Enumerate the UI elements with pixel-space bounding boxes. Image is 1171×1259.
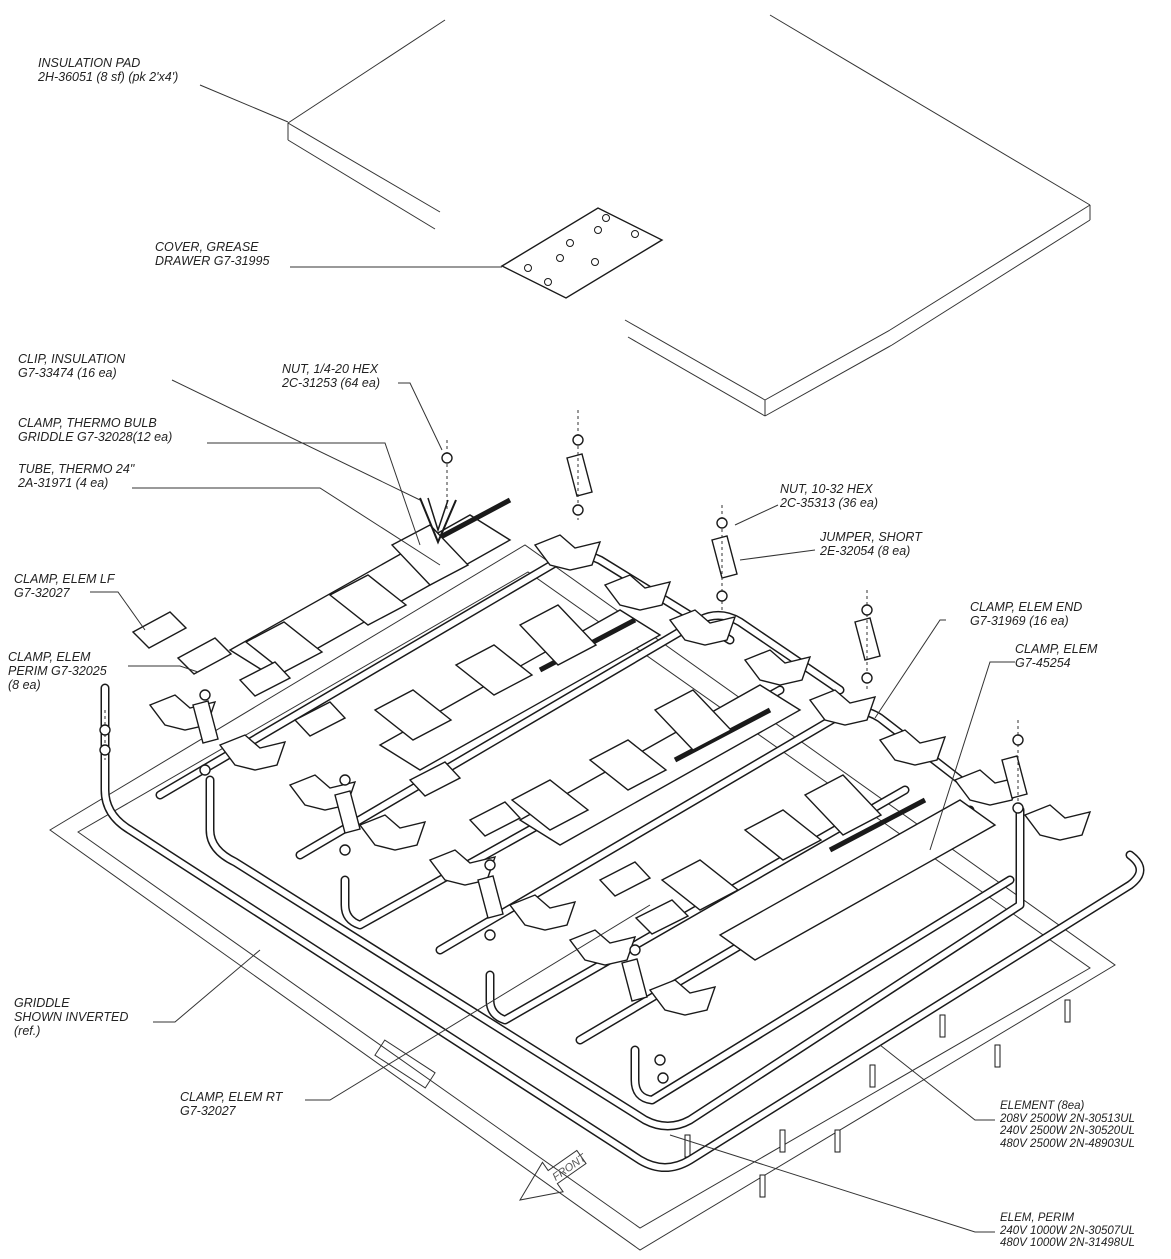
callout-line: NUT, 1/4-20 HEX [282,362,379,376]
callout-element: ELEMENT (8ea) 208V 2500W 2N-30513UL 240V… [1000,1100,1135,1150]
callout-griddle: GRIDDLE SHOWN INVERTED (ref.) [14,996,128,1038]
callout-line: 240V 1000W 2N-30507UL [1000,1224,1135,1237]
callout-line: G7-33474 (16 ea) [18,366,117,380]
callout-tube-thermo: TUBE, THERMO 24" 2A-31971 (4 ea) [18,462,134,490]
callout-line: 2C-35313 (36 ea) [780,496,878,510]
callout-clamp-elem: CLAMP, ELEM G7-45254 [1015,642,1097,670]
callout-insulation-pad: INSULATION PAD 2H-36051 (8 sf) (pk 2'x4'… [38,56,178,84]
callout-line: JUMPER, SHORT [820,530,922,544]
front-arrow: FRONT [519,1149,589,1201]
callout-line: CLAMP, ELEM END [970,600,1083,614]
callout-line: 240V 2500W 2N-30520UL [1000,1125,1135,1137]
callout-line: 2C-31253 (64 ea) [282,376,380,390]
insulation-clip [419,497,457,545]
clamps [131,524,883,935]
callout-clip-insulation: CLIP, INSULATION G7-33474 (16 ea) [18,352,125,380]
callout-clamp-thermo-bulb: CLAMP, THERMO BULB GRIDDLE G7-32028(12 e… [18,416,172,444]
callout-clamp-elem-lf: CLAMP, ELEM LF G7-32027 [14,572,115,600]
leader-lines [90,84,1015,1233]
callout-line: ELEMENT (8ea) [1000,1100,1085,1112]
callout-jumper-short: JUMPER, SHORT 2E-32054 (8 ea) [820,530,922,558]
callout-clamp-elem-perim: CLAMP, ELEM PERIM G7-32025 (8 ea) [8,650,107,692]
callout-line: CLAMP, ELEM RT [180,1090,283,1104]
griddle-studs [684,999,1071,1198]
callout-line: G7-45254 [1015,656,1071,670]
callout-nut-10-32-hex: NUT, 10-32 HEX 2C-35313 (36 ea) [780,482,878,510]
callout-line: DRAWER G7-31995 [155,254,270,268]
callout-line: GRIDDLE G7-32028(12 ea) [18,430,173,444]
callout-line: COVER, GREASE [155,240,259,254]
insulation-pad [287,14,1091,417]
callout-line: 2A-31971 (4 ea) [18,476,109,490]
callout-line: CLAMP, ELEM LF [14,572,115,586]
callout-line: 2E-32054 (8 ea) [820,544,911,558]
grease-drawer-cover [500,207,664,299]
callout-cover-grease-drawer: COVER, GREASE DRAWER G7-31995 [155,240,269,268]
callout-line: PERIM G7-32025 [8,664,107,678]
callout-line: G7-32027 [180,1104,236,1118]
callout-line: G7-31969 (16 ea) [970,614,1069,628]
callout-line: 2H-36051 (8 sf) (pk 2'x4') [38,70,179,84]
callout-nut-quarter-hex: NUT, 1/4-20 HEX 2C-31253 (64 ea) [282,362,380,390]
callout-line: SHOWN INVERTED [14,1010,129,1024]
callout-line: TUBE, THERMO 24" [18,462,135,476]
callout-line: CLAMP, THERMO BULB [18,416,157,430]
callout-line: ELEM, PERIM [1000,1212,1075,1224]
callout-line: NUT, 10-32 HEX [780,482,873,496]
callout-line: CLAMP, ELEM [8,650,91,664]
end-clamps [148,534,1092,1016]
callout-line: 480V 1000W 2N-31498UL [1000,1237,1135,1249]
callout-line: 208V 2500W 2N-30513UL [1000,1112,1135,1125]
callout-line: 480V 2500W 2N-48903UL [1000,1137,1135,1150]
nuts [99,410,1024,1084]
callout-line: INSULATION PAD [38,56,141,70]
jumpers [192,453,1028,1002]
callout-clamp-elem-rt: CLAMP, ELEM RT G7-32027 [180,1090,282,1118]
callout-elem-perim: ELEM, PERIM 240V 1000W 2N-30507UL 480V 1… [1000,1212,1135,1250]
callout-line: (ref.) [14,1024,41,1038]
callout-line: CLAMP, ELEM [1015,642,1098,656]
callout-line: GRIDDLE [14,996,70,1010]
callout-clamp-elem-end: CLAMP, ELEM END G7-31969 (16 ea) [970,600,1082,628]
callout-line: CLIP, INSULATION [18,352,126,366]
callout-line: (8 ea) [8,678,41,692]
callout-line: G7-32027 [14,586,70,600]
